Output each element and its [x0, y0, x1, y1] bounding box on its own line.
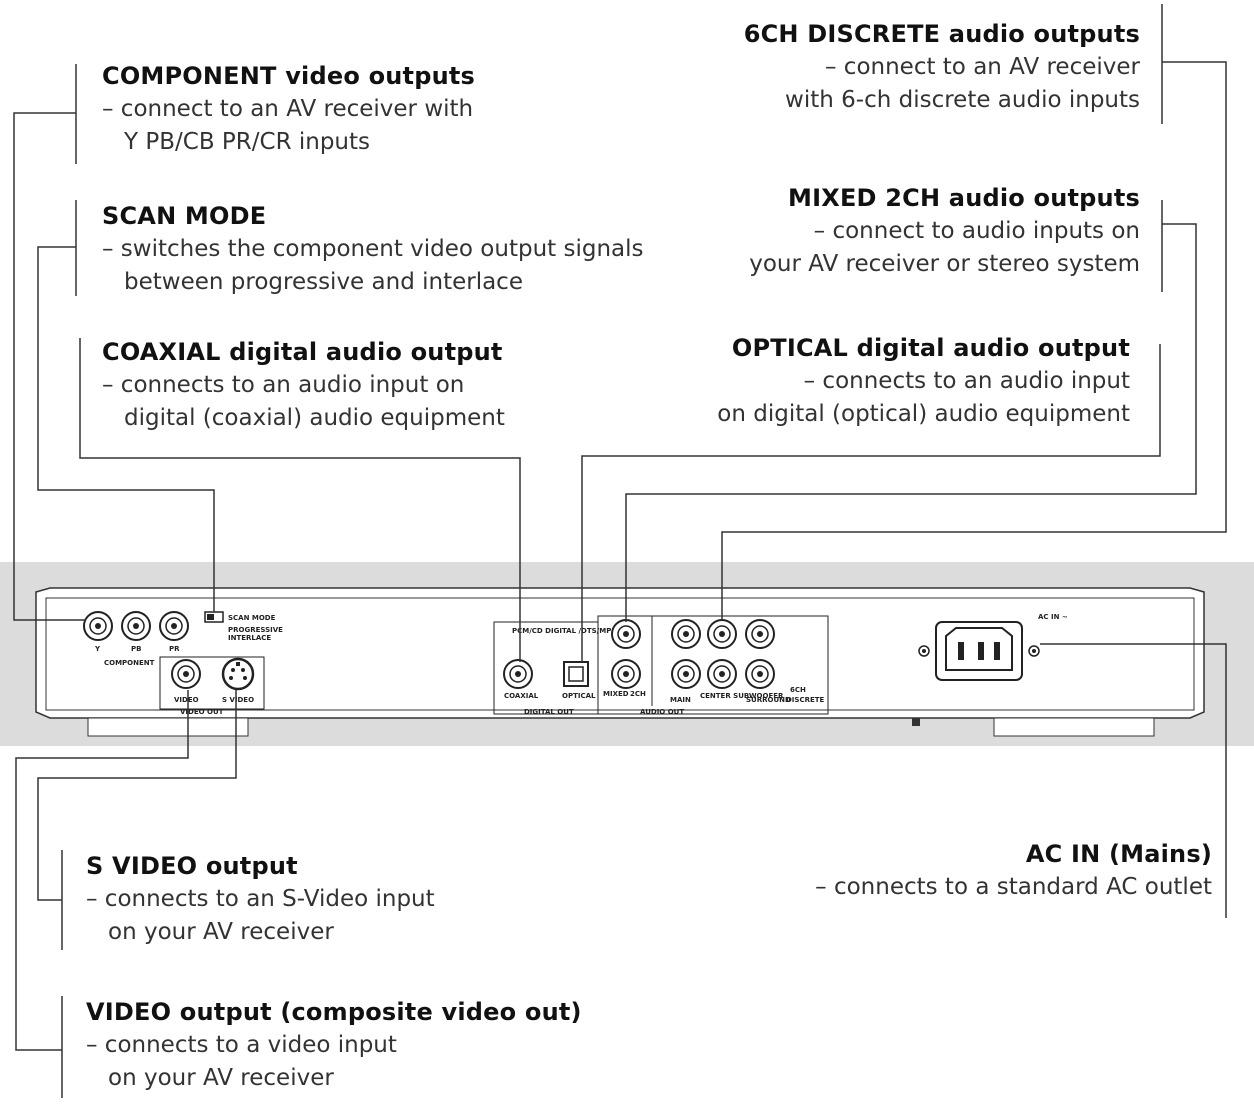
- optical-title-bold: OPTICAL: [731, 334, 849, 362]
- label-digital-header: PCM/CD DIGITAL /DTS/MPEG: [512, 627, 622, 635]
- optical-title: OPTICAL digital audio output: [717, 332, 1130, 365]
- coaxial-desc-2: digital (coaxial) audio equipment: [124, 405, 505, 431]
- coaxial-title: COAXIAL digital audio output: [102, 336, 505, 369]
- callout-mixed-2ch: MIXED 2CH audio outputs – connect to aud…: [749, 182, 1140, 281]
- video-title-bold: VIDEO: [86, 998, 172, 1026]
- six-ch-title-bold: 6CH DISCRETE: [743, 20, 941, 48]
- s-video-title: S VIDEO output: [86, 850, 435, 883]
- ac-in-title: AC IN (Mains): [815, 838, 1212, 871]
- label-component: COMPONENT: [104, 659, 155, 667]
- label-video: VIDEO: [174, 696, 199, 704]
- callout-video: VIDEO output (composite video out) – con…: [86, 996, 582, 1095]
- label-mixed: MIXED: [603, 690, 629, 698]
- label-digital-out: DIGITAL OUT: [524, 708, 574, 716]
- component-desc-1: – connect to an AV receiver with: [102, 96, 474, 122]
- s-video-title-bold: S VIDEO: [86, 852, 198, 880]
- component-desc-2: Y PB/CB PR/CR inputs: [124, 129, 371, 155]
- leader-lines: [13, 4, 1227, 1098]
- callout-component: COMPONENT video outputs – connect to an …: [102, 60, 475, 159]
- label-optical: OPTICAL: [562, 692, 596, 700]
- component-title: COMPONENT video outputs: [102, 60, 475, 93]
- s-video-title-rest: output: [205, 852, 298, 880]
- label-pr: PR: [169, 645, 180, 653]
- six-ch-leader: [721, 61, 1227, 620]
- label-progressive: PROGRESSIVE: [228, 626, 283, 634]
- mixed-2ch-title-bold: MIXED 2CH: [788, 184, 941, 212]
- label-video-out: VIDEO OUT: [180, 708, 224, 716]
- label-surround: SURROUND: [746, 696, 791, 704]
- coaxial-leader: [79, 338, 521, 662]
- label-pb: PB: [131, 645, 141, 653]
- component-jacks: Y PB PR COMPONENT: [83, 611, 189, 667]
- label-ac-in: AC IN ~: [1038, 613, 1068, 621]
- optical-leader: [581, 344, 1161, 662]
- ac-in-leader: [1040, 643, 1227, 918]
- callout-s-video: S VIDEO output – connects to an S-Video …: [86, 850, 435, 949]
- video-desc-1: – connects to a video input: [86, 1032, 397, 1058]
- label-2ch: 2CH: [630, 690, 646, 698]
- six-ch-title: 6CH DISCRETE audio outputs: [744, 18, 1140, 51]
- label-y: Y: [94, 645, 101, 653]
- ac-in-desc-1: – connects to a standard AC outlet: [815, 874, 1212, 900]
- s-video-leader: [37, 690, 237, 901]
- coaxial-title-bold: COAXIAL: [102, 338, 221, 366]
- optical-desc-1: – connects to an audio input: [803, 368, 1130, 394]
- video-out-jacks: VIDEO S VIDEO VIDEO OUT: [159, 656, 265, 716]
- callout-six-ch: 6CH DISCRETE audio outputs – connect to …: [744, 18, 1140, 117]
- label-coaxial: COAXIAL: [504, 692, 539, 700]
- six-ch-desc-1: – connect to an AV receiver: [824, 54, 1140, 80]
- video-desc-2: on your AV receiver: [108, 1065, 334, 1091]
- six-ch-title-rest: audio outputs: [948, 20, 1140, 48]
- scan-mode-leader: [37, 246, 215, 612]
- six-ch-desc-2: with 6-ch discrete audio inputs: [785, 87, 1140, 113]
- callout-ac-in: AC IN (Mains) – connects to a standard A…: [815, 838, 1212, 904]
- label-interlace: INTERLACE: [228, 634, 271, 642]
- s-video-desc-1: – connects to an S-Video input: [86, 886, 435, 912]
- dvd-player-rear-panel: [35, 587, 1205, 737]
- callout-scan-mode: SCAN MODE – switches the component video…: [102, 200, 644, 299]
- scan-mode-desc-1: – switches the component video output si…: [102, 236, 644, 262]
- video-leader: [15, 690, 189, 1051]
- component-title-rest: video outputs: [285, 62, 476, 90]
- optical-desc-2: on digital (optical) audio equipment: [717, 401, 1130, 427]
- mixed-2ch-desc-1: – connect to audio inputs on: [813, 218, 1140, 244]
- label-6ch: 6CH: [790, 686, 806, 694]
- ac-in-title-rest: (Mains): [1108, 840, 1212, 868]
- video-title-rest: output (composite video out): [179, 998, 582, 1026]
- component-leader: [13, 112, 86, 621]
- coaxial-title-rest: digital audio output: [229, 338, 503, 366]
- scan-mode-title: SCAN MODE: [102, 202, 267, 230]
- callout-coaxial: COAXIAL digital audio output – connects …: [102, 336, 505, 435]
- mixed-2ch-leader: [625, 223, 1197, 622]
- ac-inlet: AC IN ~: [918, 613, 1068, 681]
- mixed-2ch-desc-2: your AV receiver or stereo system: [749, 251, 1140, 277]
- mixed-2ch-title: MIXED 2CH audio outputs: [749, 182, 1140, 215]
- mixed-2ch-title-rest: audio outputs: [948, 184, 1140, 212]
- audio-out-block: MIXED 2CH MAIN CENTER SUBWOOFER SURROUND…: [597, 615, 829, 716]
- scan-mode-desc-2: between progressive and interlace: [124, 269, 523, 295]
- s-video-desc-2: on your AV receiver: [108, 919, 334, 945]
- coaxial-desc-1: – connects to an audio input on: [102, 372, 465, 398]
- digital-out-block: PCM/CD DIGITAL /DTS/MPEG COAXIAL OPTICAL…: [493, 621, 622, 716]
- callout-optical: OPTICAL digital audio output – connects …: [717, 332, 1130, 431]
- optical-title-rest: digital audio output: [856, 334, 1130, 362]
- label-discrete: DISCRETE: [786, 696, 825, 704]
- label-center-sub: CENTER SUBWOOFER: [700, 692, 784, 700]
- label-audio-out: AUDIO OUT: [640, 708, 684, 716]
- ac-in-title-bold: AC IN: [1025, 840, 1101, 868]
- component-title-bold: COMPONENT: [102, 62, 277, 90]
- label-scan-mode: SCAN MODE: [228, 614, 276, 622]
- label-s-video: S VIDEO: [222, 696, 254, 704]
- label-main: MAIN: [670, 696, 691, 704]
- video-title: VIDEO output (composite video out): [86, 996, 582, 1029]
